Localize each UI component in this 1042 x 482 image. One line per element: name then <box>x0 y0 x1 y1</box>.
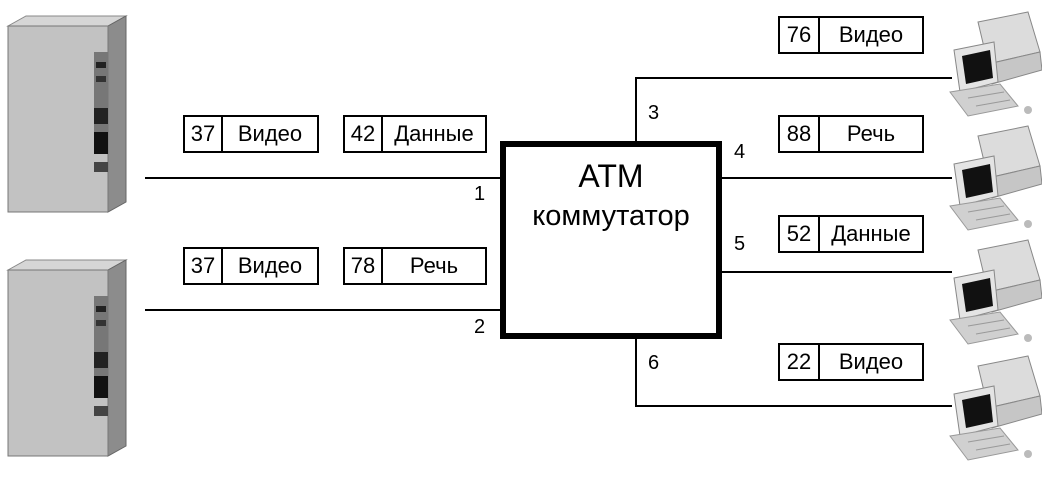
port-label-4: 4 <box>734 141 745 164</box>
switch-label-line2: коммутатор <box>503 200 719 233</box>
cell-payload-type: Видео <box>818 343 924 381</box>
cell-payload-type: Речь <box>381 247 487 285</box>
port-label-2: 2 <box>474 316 485 339</box>
cell-vci: 78 <box>343 247 381 285</box>
cell-vci: 22 <box>778 343 818 381</box>
switch-label-line1: ATM <box>503 158 719 195</box>
cell-vci: 42 <box>343 115 381 153</box>
cell-vci: 88 <box>778 115 818 153</box>
port-label-6: 6 <box>648 352 659 375</box>
cell-vci: 76 <box>778 16 818 54</box>
server-tower-icon <box>8 16 126 212</box>
computer-workstation-icon <box>950 356 1042 460</box>
computer-workstation-icon <box>950 240 1042 344</box>
cell-payload-type: Видео <box>221 115 319 153</box>
cell-payload-type: Видео <box>818 16 924 54</box>
port-label-1: 1 <box>474 183 485 206</box>
cell-vci: 37 <box>183 247 221 285</box>
cell-vci: 52 <box>778 215 818 253</box>
port-label-5: 5 <box>734 233 745 256</box>
cell-vci: 37 <box>183 115 221 153</box>
cell-payload-type: Данные <box>381 115 487 153</box>
computer-workstation-icon <box>950 12 1042 116</box>
server-tower-icon <box>8 260 126 456</box>
cell-payload-type: Данные <box>818 215 924 253</box>
cell-payload-type: Видео <box>221 247 319 285</box>
cell-payload-type: Речь <box>818 115 924 153</box>
port-label-3: 3 <box>648 102 659 125</box>
computer-workstation-icon <box>950 126 1042 230</box>
